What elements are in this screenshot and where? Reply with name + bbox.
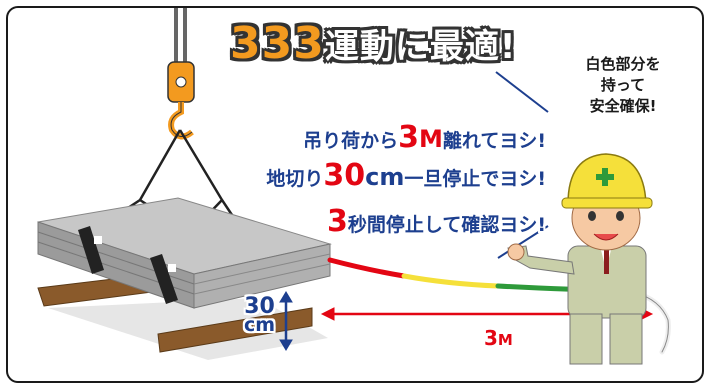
callout-line bbox=[497, 225, 549, 259]
headline: 333運動に最適! bbox=[230, 18, 516, 69]
height-arrow bbox=[279, 291, 293, 351]
distance-label: 3M bbox=[484, 326, 513, 350]
rule-number: 30 bbox=[323, 158, 366, 193]
illustration-frame: 333運動に最適! 白色部分を 持って 安全確保! 吊り荷から3M離れてヨシ! … bbox=[6, 6, 704, 383]
rule-unit: cm bbox=[365, 163, 405, 191]
headline-text: 運動に最適! bbox=[324, 27, 517, 67]
white-part-note: 白色部分を 持って 安全確保! bbox=[568, 54, 678, 117]
rule-number: 3 bbox=[327, 204, 348, 239]
rule-unit: M bbox=[419, 125, 443, 153]
crane-cable bbox=[174, 8, 187, 65]
scene-illustration bbox=[37, 8, 671, 365]
rule-pause: 3秒間停止して確認ヨシ! bbox=[327, 204, 546, 239]
rule-suffix: 秒間停止して確認ヨシ! bbox=[347, 214, 546, 236]
note-line-1: 白色部分を bbox=[585, 55, 661, 73]
rule-number: 3 bbox=[398, 120, 419, 155]
note-line-3: 安全確保! bbox=[589, 97, 657, 115]
distance-value: 3 bbox=[484, 326, 498, 350]
height-unit: cm bbox=[244, 314, 276, 336]
rule-suffix: 一旦停止でヨシ! bbox=[404, 168, 546, 190]
steel-plates bbox=[37, 197, 332, 309]
distance-unit: M bbox=[497, 331, 513, 349]
rule-suffix: 離れてヨシ! bbox=[442, 130, 546, 152]
headline-number: 333 bbox=[230, 18, 325, 69]
crane-hook-icon bbox=[167, 61, 195, 140]
rule-distance: 吊り荷から3M離れてヨシ! bbox=[303, 120, 546, 155]
safety-helmet-icon bbox=[561, 153, 653, 209]
rule-prefix: 吊り荷から bbox=[303, 130, 399, 152]
height-label: 30 cm bbox=[244, 294, 276, 336]
callout-line bbox=[495, 71, 549, 113]
height-value: 30 bbox=[244, 294, 275, 319]
rule-prefix: 地切り bbox=[266, 168, 324, 190]
note-line-2: 持って bbox=[600, 76, 646, 94]
rule-lift-height: 地切り30cm一旦停止でヨシ! bbox=[266, 158, 546, 193]
